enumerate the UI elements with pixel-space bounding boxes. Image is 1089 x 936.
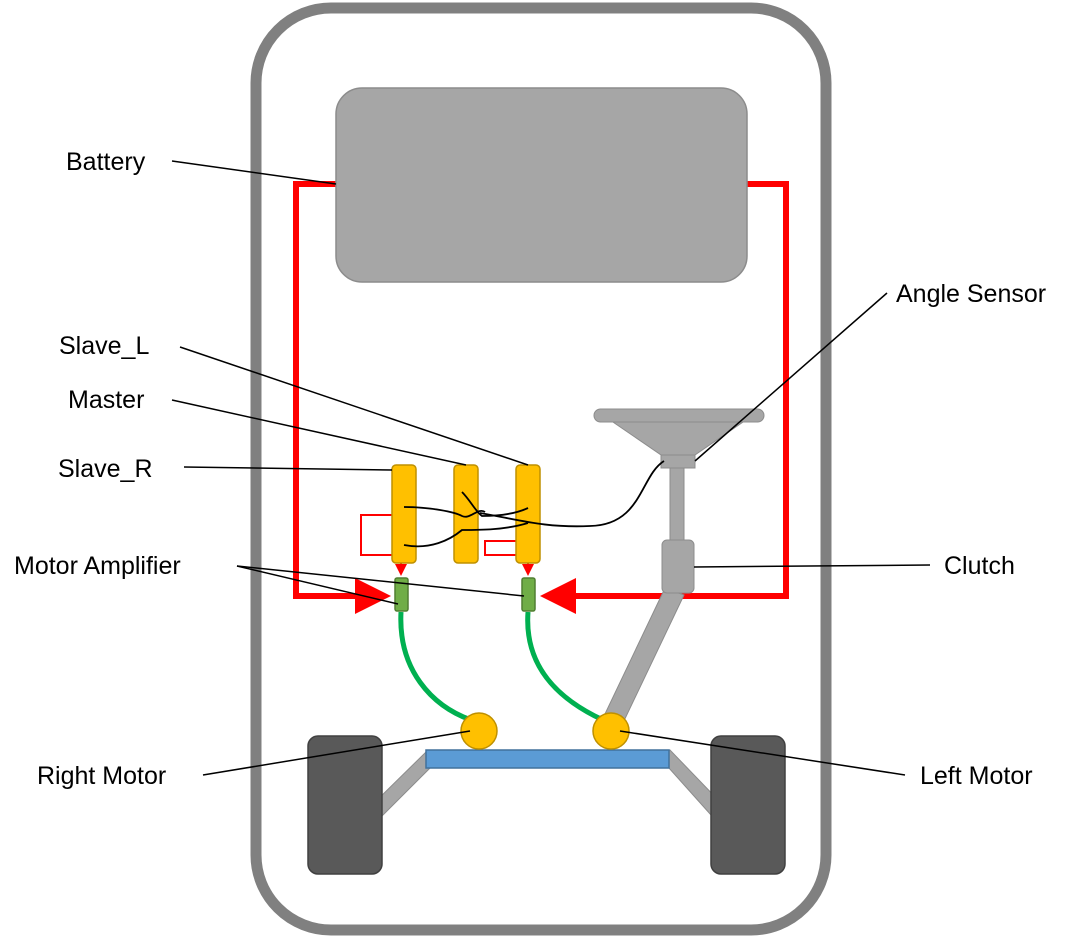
signal-wires <box>403 460 665 548</box>
label-slave-l: Slave_L <box>59 332 149 360</box>
steering-assembly <box>593 408 765 726</box>
leader-battery <box>171 160 337 185</box>
label-angle-sensor: Angle Sensor <box>896 280 1046 308</box>
label-right-motor: Right Motor <box>37 762 166 790</box>
label-motor-amplifier: Motor Amplifier <box>14 552 181 580</box>
angle-sensor-block <box>660 454 696 469</box>
motor-cable-left <box>525 611 605 723</box>
motor-amplifier-right <box>394 577 409 612</box>
leader-clutch <box>693 564 931 568</box>
label-clutch: Clutch <box>944 552 1015 580</box>
steering-wheel-rim <box>593 408 765 423</box>
signal-wire-master-slave-l <box>461 491 529 517</box>
leader-left-motor <box>619 730 906 776</box>
power-wire-left <box>293 181 391 614</box>
front-axle <box>425 749 670 769</box>
slave-r-board <box>391 464 417 564</box>
label-master: Master <box>68 386 144 414</box>
clutch-unit <box>661 539 695 594</box>
label-battery: Battery <box>66 148 146 176</box>
controller-boards <box>391 464 541 564</box>
steering-shaft-upper <box>669 465 685 545</box>
motor-amplifier-left <box>521 577 536 612</box>
label-slave-r: Slave_R <box>58 455 153 483</box>
label-left-motor: Left Motor <box>920 762 1033 790</box>
slave-l-board <box>515 464 541 564</box>
leader-right-motor <box>202 730 471 776</box>
leader-slave-l <box>179 346 529 466</box>
wheel-assembly <box>307 735 786 875</box>
leader-amp-right <box>236 565 399 605</box>
signal-wire-slave-r-master <box>403 506 486 518</box>
left-motor <box>592 712 630 750</box>
leader-lines <box>171 160 931 776</box>
leader-master <box>171 399 467 466</box>
signal-wire-master-lower <box>403 522 529 548</box>
leader-angle-sensor <box>694 292 888 462</box>
right-motor <box>460 712 498 750</box>
wheel-right-side <box>307 735 383 875</box>
motor-cable-right <box>398 611 472 723</box>
battery-block <box>335 87 748 283</box>
leader-amp-left <box>236 565 525 597</box>
signal-wire-sensor <box>479 460 665 528</box>
wheel-left-side <box>710 735 786 875</box>
leader-slave-r <box>183 466 393 471</box>
